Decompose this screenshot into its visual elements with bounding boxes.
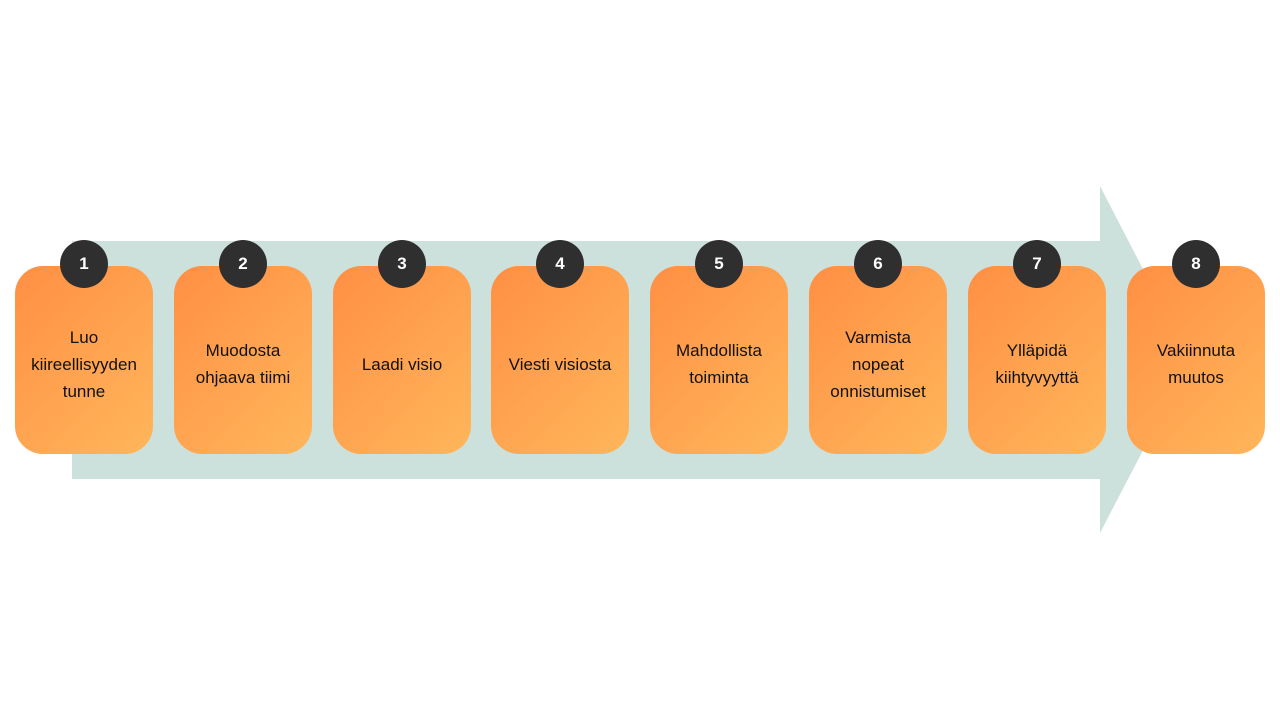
step-box: Muodosta ohjaava tiimi [174,266,312,454]
step-number-badge: 1 [60,240,108,288]
step-label: Luo kiireellisyyden tunne [31,327,137,401]
step-box: Viesti visiosta [491,266,629,454]
step-label: Mahdollista toiminta [676,341,762,387]
step-box: Varmista nopeat onnistumiset [809,266,947,454]
step-number-badge: 6 [854,240,902,288]
step-number-badge: 3 [378,240,426,288]
step-label: Laadi visio [361,354,443,374]
step-label: Vakiinnuta muutos [1156,341,1236,387]
step-number-badge: 7 [1013,240,1061,288]
step-number-badge: 8 [1172,240,1220,288]
step-box: Laadi visio [333,266,471,454]
step-box: Mahdollista toiminta [650,266,788,454]
step-number-badge: 5 [695,240,743,288]
step-4: Viesti visiosta 4 [491,240,629,454]
step-2: Muodosta ohjaava tiimi 2 [174,240,312,454]
step-6: Varmista nopeat onnistumiset 6 [809,240,947,454]
step-box: Luo kiireellisyyden tunne [15,266,153,454]
step-label: Muodosta ohjaava tiimi [195,341,291,387]
step-label: Viesti visiosta [508,354,612,374]
step-label: Ylläpidä kiihtyvyyttä [995,341,1079,387]
step-7: Ylläpidä kiihtyvyyttä 7 [968,240,1106,454]
step-box: Ylläpidä kiihtyvyyttä [968,266,1106,454]
step-label: Varmista nopeat onnistumiset [830,327,926,401]
step-number-badge: 2 [219,240,267,288]
step-1: Luo kiireellisyyden tunne 1 [15,240,153,454]
step-box: Vakiinnuta muutos [1127,266,1265,454]
step-5: Mahdollista toiminta 5 [650,240,788,454]
step-8: Vakiinnuta muutos 8 [1127,240,1265,454]
step-3: Laadi visio 3 [333,240,471,454]
step-number-badge: 4 [536,240,584,288]
